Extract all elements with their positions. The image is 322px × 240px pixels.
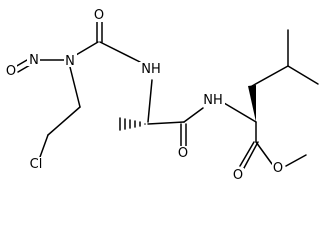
atom-nitroso-oxygen: O (6, 64, 16, 79)
bond-ester-c-o-methoxy (255, 141, 273, 165)
atom-chlorine: Cl (30, 157, 43, 172)
atom-label-layer: O N N O NH NH O O O Cl (5, 8, 284, 183)
atom-urea-nitrogen: N (65, 54, 75, 69)
bond-ester-c-o-a (239, 141, 255, 167)
bond-nitroso-o-n-b (17, 64, 31, 73)
bond-urea-n-c (75, 41, 99, 56)
bond-urea-c-nh1 (99, 41, 141, 63)
atom-urea-oxygen: O (94, 8, 104, 23)
bond-leu-ch2-ch (251, 65, 289, 87)
atom-nh-2: NH (203, 93, 223, 108)
atom-ester-carbonyl-oxygen: O (233, 168, 243, 183)
bond-ca-leu-ch2-wedge (248, 85, 256, 122)
bond-ca-ala-c-amide (147, 121, 185, 125)
bond-ca-ala-methyl-hashed (119, 117, 146, 131)
atom-ester-methoxy-oxygen: O (273, 161, 283, 176)
bond-leu-ch-me2 (287, 65, 319, 85)
bond-urea-n-ch2 (69, 66, 81, 108)
bond-nh1-ca-ala (147, 79, 153, 123)
structure-svg: O N N O NH NH O O O Cl (5, 8, 319, 183)
bond-ch2-ch2 (47, 106, 81, 136)
bond-ester-c-o-b (243, 141, 259, 169)
bond-layer (14, 21, 319, 169)
bond-amide-c-nh2 (183, 107, 204, 123)
atom-nh-1: NH (141, 62, 161, 77)
bond-ch2-cl (39, 134, 49, 158)
atom-nitroso-nitrogen: N (29, 53, 39, 68)
atom-amide-oxygen: O (178, 146, 188, 161)
bond-nh2-ca-leu (223, 102, 257, 123)
molecule-diagram: O N N O NH NH O O O Cl (5, 8, 319, 183)
bond-methoxy-o-ch3 (285, 154, 307, 167)
